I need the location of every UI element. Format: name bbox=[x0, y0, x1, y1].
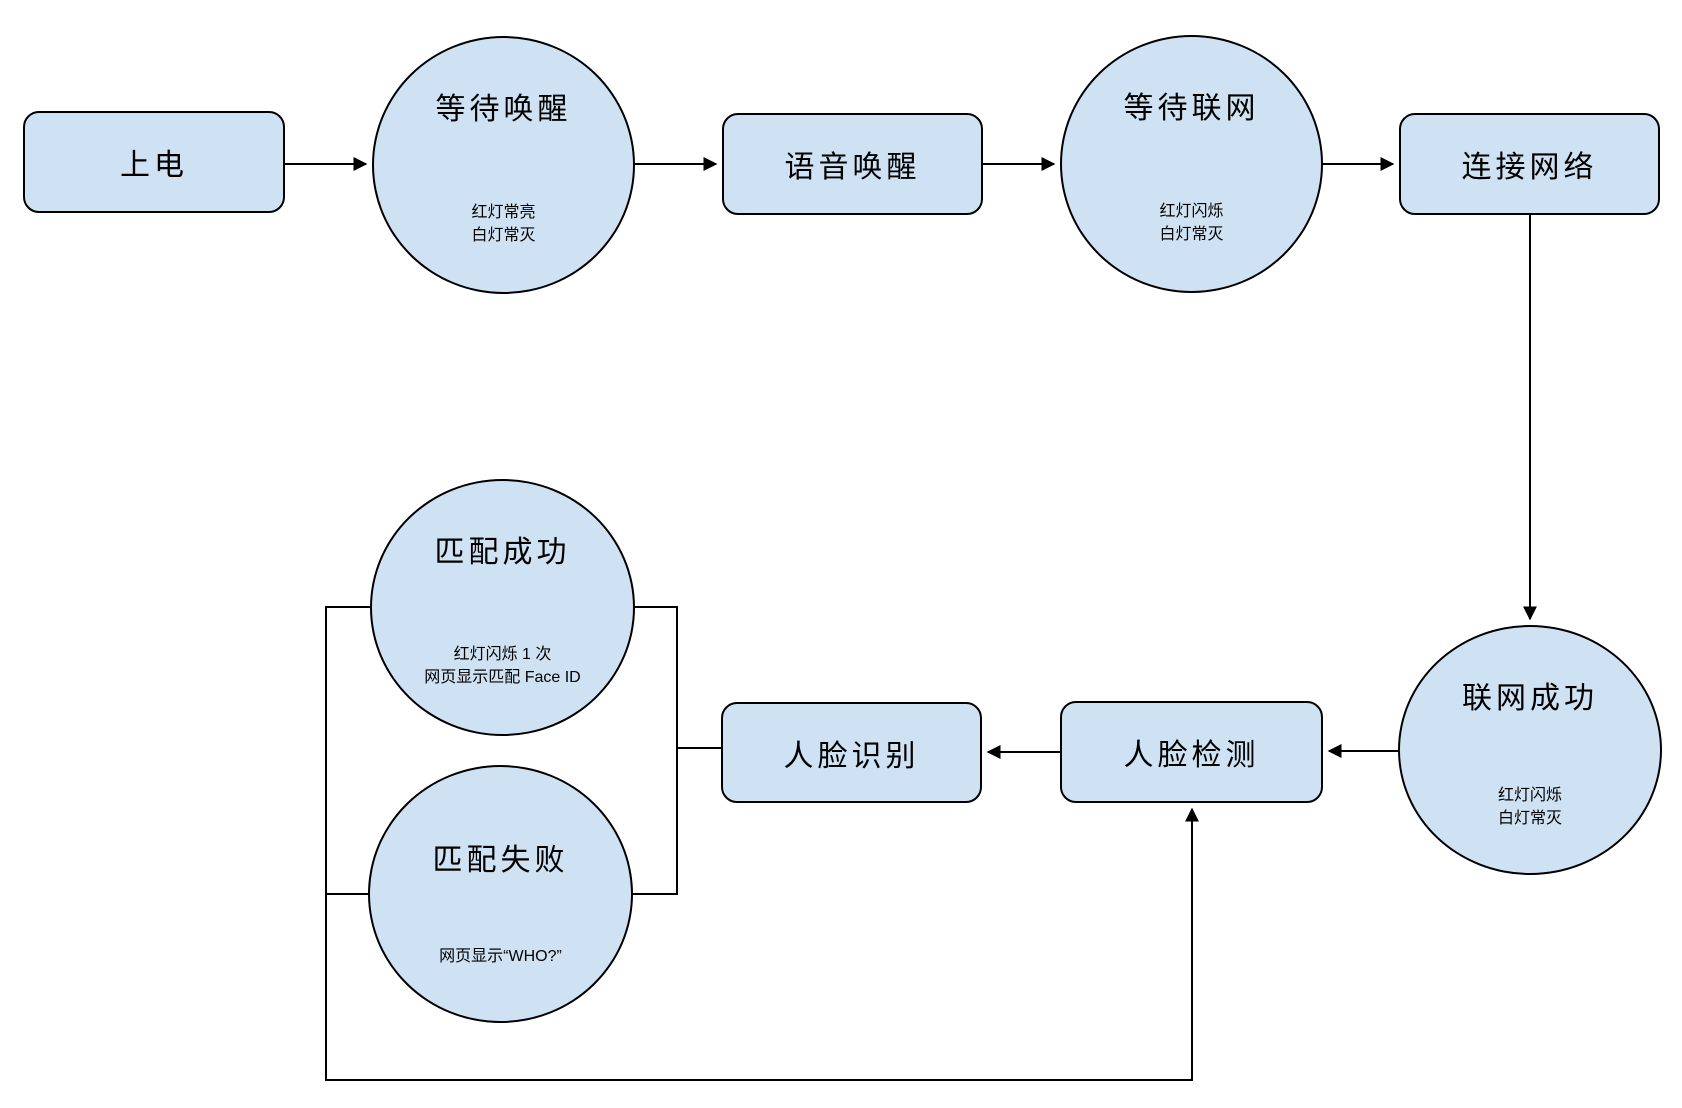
node-wait-wake-note: 红灯常亮 白灯常灭 bbox=[374, 201, 633, 247]
note-line: 红灯常亮 bbox=[471, 203, 536, 221]
node-power-on-label: 上电 bbox=[120, 149, 188, 182]
node-power-on: 上电 bbox=[23, 111, 285, 213]
node-match-fail-note: 网页显示“WHO?” bbox=[370, 945, 631, 968]
edge-face-rec-match-bracket bbox=[633, 606, 721, 895]
node-net-ok-note: 红灯闪烁 白灯常灭 bbox=[1400, 784, 1660, 830]
node-match-ok: 匹配成功 红灯闪烁 1 次 网页显示匹配 Face ID bbox=[370, 479, 635, 736]
node-face-det: 人脸检测 bbox=[1060, 701, 1323, 803]
node-match-ok-label: 匹配成功 bbox=[434, 536, 571, 569]
node-wait-net-label: 等待联网 bbox=[1123, 92, 1260, 125]
node-net-ok-label: 联网成功 bbox=[1462, 682, 1598, 715]
node-face-rec: 人脸识别 bbox=[721, 702, 982, 803]
note-line: 红灯闪烁 bbox=[1159, 202, 1224, 220]
note-line: 红灯闪烁 1 次 bbox=[453, 645, 552, 663]
edge-match-loop-to-face-det bbox=[325, 606, 1199, 1081]
node-match-fail: 匹配失败 网页显示“WHO?” bbox=[368, 765, 633, 1023]
note-line: 白灯常灭 bbox=[1497, 810, 1562, 828]
node-connect-net: 连接网络 bbox=[1399, 113, 1660, 215]
node-net-ok: 联网成功 红灯闪烁 白灯常灭 bbox=[1398, 625, 1662, 875]
note-line: 网页显示“WHO?” bbox=[439, 947, 562, 965]
node-match-ok-note: 红灯闪烁 1 次 网页显示匹配 Face ID bbox=[372, 643, 633, 689]
node-face-rec-label: 人脸识别 bbox=[783, 739, 920, 773]
node-wait-wake: 等待唤醒 红灯常亮 白灯常灭 bbox=[372, 36, 635, 294]
node-wait-net: 等待联网 红灯闪烁 白灯常灭 bbox=[1060, 35, 1323, 293]
node-face-det-label: 人脸检测 bbox=[1123, 739, 1260, 772]
node-voice-wake: 语音唤醒 bbox=[722, 113, 983, 215]
node-wait-net-note: 红灯闪烁 白灯常灭 bbox=[1062, 200, 1321, 246]
note-line: 网页显示匹配 Face ID bbox=[424, 668, 581, 686]
node-voice-wake-label: 语音唤醒 bbox=[784, 151, 921, 184]
note-line: 白灯常灭 bbox=[1159, 225, 1224, 243]
note-line: 红灯闪烁 bbox=[1497, 787, 1562, 805]
node-wait-wake-label: 等待唤醒 bbox=[435, 93, 572, 126]
node-connect-net-label: 连接网络 bbox=[1461, 151, 1598, 184]
note-line: 白灯常灭 bbox=[471, 226, 536, 244]
node-match-fail-label: 匹配失败 bbox=[432, 844, 569, 877]
